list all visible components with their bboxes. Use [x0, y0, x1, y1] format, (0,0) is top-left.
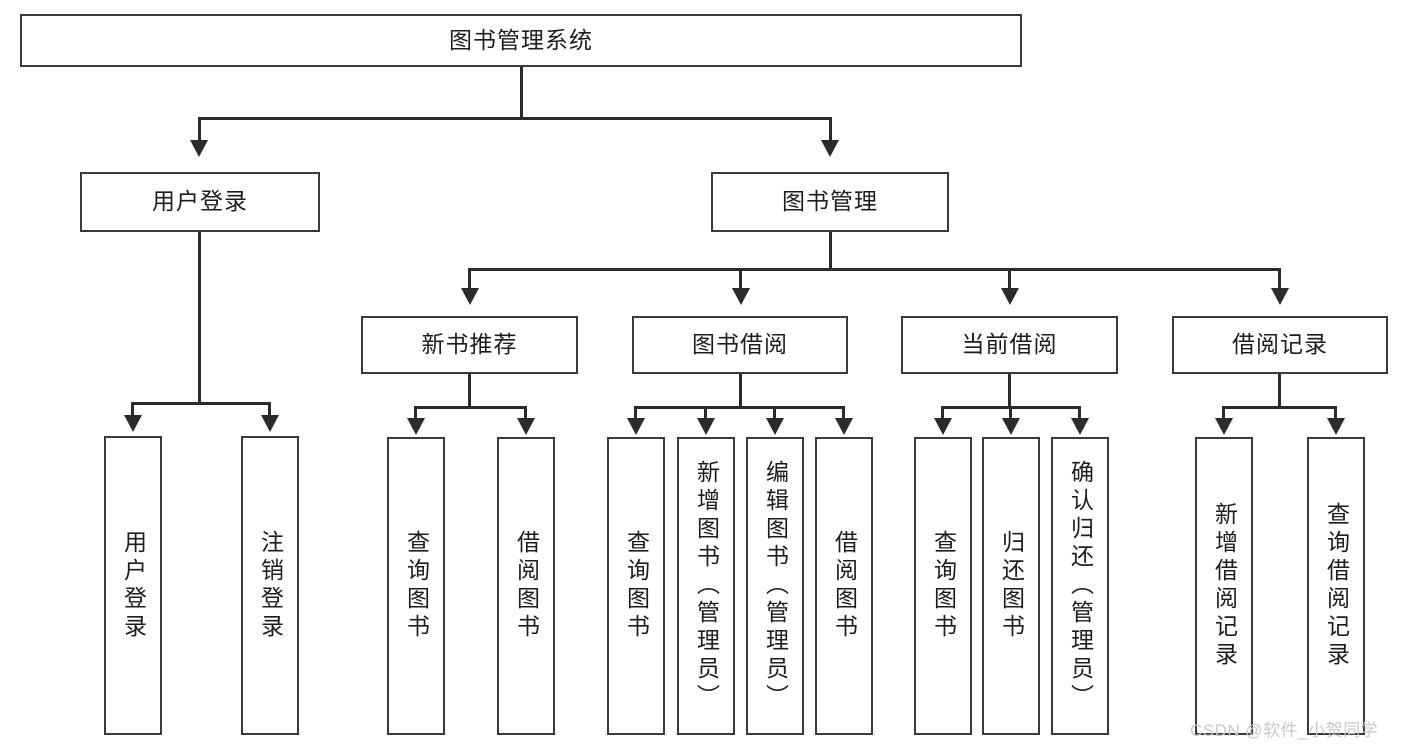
arrowhead-currentborrow-leaf-2 — [1071, 418, 1089, 435]
edge-bookborrow-bus — [634, 406, 845, 409]
leaf-new-book-recommend-0[interactable]: 查询图书 — [387, 437, 445, 735]
edge-bookmgmt-drop-0 — [468, 268, 471, 290]
node-label: 图书管理系统 — [449, 26, 593, 53]
node-label: 注销登录 — [257, 529, 284, 642]
edge-userlogin-bus — [131, 402, 271, 405]
edge-root-bus — [198, 117, 832, 120]
node-label: 新增图书（管理员） — [693, 460, 720, 712]
edge-userlogin-drop-0 — [131, 402, 134, 417]
edge-currentborrow-stem — [1008, 374, 1011, 408]
leaf-book-borrow-0[interactable]: 查询图书 — [607, 437, 665, 735]
node-label: 确认归还（管理员） — [1067, 460, 1094, 712]
arrowhead-root-to-bookmgmt — [821, 140, 839, 157]
node-borrow-record[interactable]: 借阅记录 — [1172, 316, 1388, 374]
edge-root-stem — [520, 67, 523, 119]
node-label: 用户登录 — [120, 529, 147, 642]
edge-bookborrow-drop-3 — [842, 406, 845, 420]
edge-bookmgmt-drop-3 — [1278, 268, 1281, 290]
node-book-management[interactable]: 图书管理 — [711, 172, 949, 232]
arrowhead-level3-bookborrow — [732, 288, 750, 305]
arrowhead-root-to-userlogin — [190, 140, 208, 157]
node-label: 查询借阅记录 — [1323, 502, 1350, 670]
edge-bookborrow-drop-0 — [634, 406, 637, 420]
arrowhead-bookborrow-leaf-3 — [835, 418, 853, 435]
arrowhead-userlogin-leaf-1 — [261, 415, 279, 432]
node-label: 归还图书 — [998, 530, 1025, 642]
node-label: 用户登录 — [152, 188, 248, 215]
leaf-book-borrow-1[interactable]: 新增图书（管理员） — [677, 437, 735, 735]
edge-currentborrow-drop-2 — [1078, 406, 1081, 420]
node-label: 当前借阅 — [961, 331, 1058, 358]
leaf-user-login-0[interactable]: 用户登录 — [104, 436, 162, 735]
arrowhead-level3-newbook — [461, 288, 479, 305]
node-label: 图书管理 — [782, 188, 878, 215]
edge-borrowrecord-stem — [1278, 374, 1281, 408]
arrowhead-newbook-leaf-1 — [517, 418, 535, 435]
node-label: 查询图书 — [623, 530, 650, 642]
edge-currentborrow-drop-0 — [941, 406, 944, 420]
node-label: 借阅图书 — [831, 530, 858, 642]
edge-newbook-drop-0 — [414, 406, 417, 420]
leaf-current-borrow-0[interactable]: 查询图书 — [914, 437, 972, 735]
arrowhead-borrowrecord-leaf-0 — [1215, 418, 1233, 435]
edge-bookborrow-stem — [739, 374, 742, 408]
node-label: 查询图书 — [930, 530, 957, 642]
arrowhead-userlogin-leaf-0 — [124, 415, 142, 432]
edge-borrowrecord-drop-0 — [1222, 406, 1225, 420]
node-user-login[interactable]: 用户登录 — [80, 172, 320, 232]
arrowhead-borrowrecord-leaf-1 — [1327, 418, 1345, 435]
node-label: 新增借阅记录 — [1211, 502, 1238, 670]
edge-userlogin-stem — [198, 232, 201, 404]
node-current-borrow[interactable]: 当前借阅 — [901, 316, 1118, 374]
edge-bookmgmt-stem — [829, 232, 832, 270]
arrowhead-bookborrow-leaf-0 — [627, 418, 645, 435]
edge-borrowrecord-drop-1 — [1334, 406, 1337, 420]
leaf-current-borrow-1[interactable]: 归还图书 — [982, 437, 1040, 735]
arrowhead-currentborrow-leaf-0 — [934, 418, 952, 435]
arrowhead-bookborrow-leaf-1 — [697, 418, 715, 435]
leaf-borrow-record-0[interactable]: 新增借阅记录 — [1195, 437, 1253, 735]
leaf-borrow-record-1[interactable]: 查询借阅记录 — [1307, 437, 1365, 735]
leaf-new-book-recommend-1[interactable]: 借阅图书 — [497, 437, 555, 735]
arrowhead-currentborrow-leaf-1 — [1002, 418, 1020, 435]
watermark-text: CSDN @软件_小贺同学 — [1190, 721, 1379, 740]
leaf-current-borrow-2[interactable]: 确认归还（管理员） — [1051, 437, 1109, 735]
edge-currentborrow-drop-1 — [1009, 406, 1012, 420]
node-label: 借阅图书 — [513, 530, 540, 642]
node-label: 编辑图书（管理员） — [762, 460, 789, 712]
leaf-book-borrow-2[interactable]: 编辑图书（管理员） — [746, 437, 804, 735]
leaf-book-borrow-3[interactable]: 借阅图书 — [815, 437, 873, 735]
node-label: 查询图书 — [403, 530, 430, 642]
arrowhead-level3-currentborrow — [1001, 288, 1019, 305]
node-new-book-recommend[interactable]: 新书推荐 — [361, 316, 578, 374]
edge-bookborrow-drop-1 — [704, 406, 707, 420]
edge-bookmgmt-bus — [468, 268, 1280, 271]
edge-bookmgmt-drop-1 — [739, 268, 742, 290]
node-label: 图书借阅 — [692, 331, 788, 358]
node-label: 新书推荐 — [421, 331, 518, 358]
edge-borrowrecord-bus — [1222, 406, 1337, 409]
edge-root-to-userlogin — [198, 117, 201, 142]
edge-root-to-bookmgmt — [829, 117, 832, 142]
leaf-user-login-1[interactable]: 注销登录 — [241, 436, 299, 735]
arrowhead-bookborrow-leaf-2 — [766, 418, 784, 435]
edge-bookborrow-drop-2 — [773, 406, 776, 420]
edge-newbook-drop-1 — [524, 406, 527, 420]
node-label: 借阅记录 — [1232, 331, 1328, 358]
arrowhead-level3-borrowrecord — [1271, 288, 1289, 305]
edge-userlogin-drop-1 — [268, 402, 271, 417]
node-root-system[interactable]: 图书管理系统 — [20, 14, 1022, 67]
edge-newbook-bus — [414, 406, 527, 409]
edge-bookmgmt-drop-2 — [1008, 268, 1011, 290]
edge-newbook-stem — [468, 374, 471, 408]
node-book-borrow[interactable]: 图书借阅 — [632, 316, 848, 374]
arrowhead-newbook-leaf-0 — [407, 418, 425, 435]
